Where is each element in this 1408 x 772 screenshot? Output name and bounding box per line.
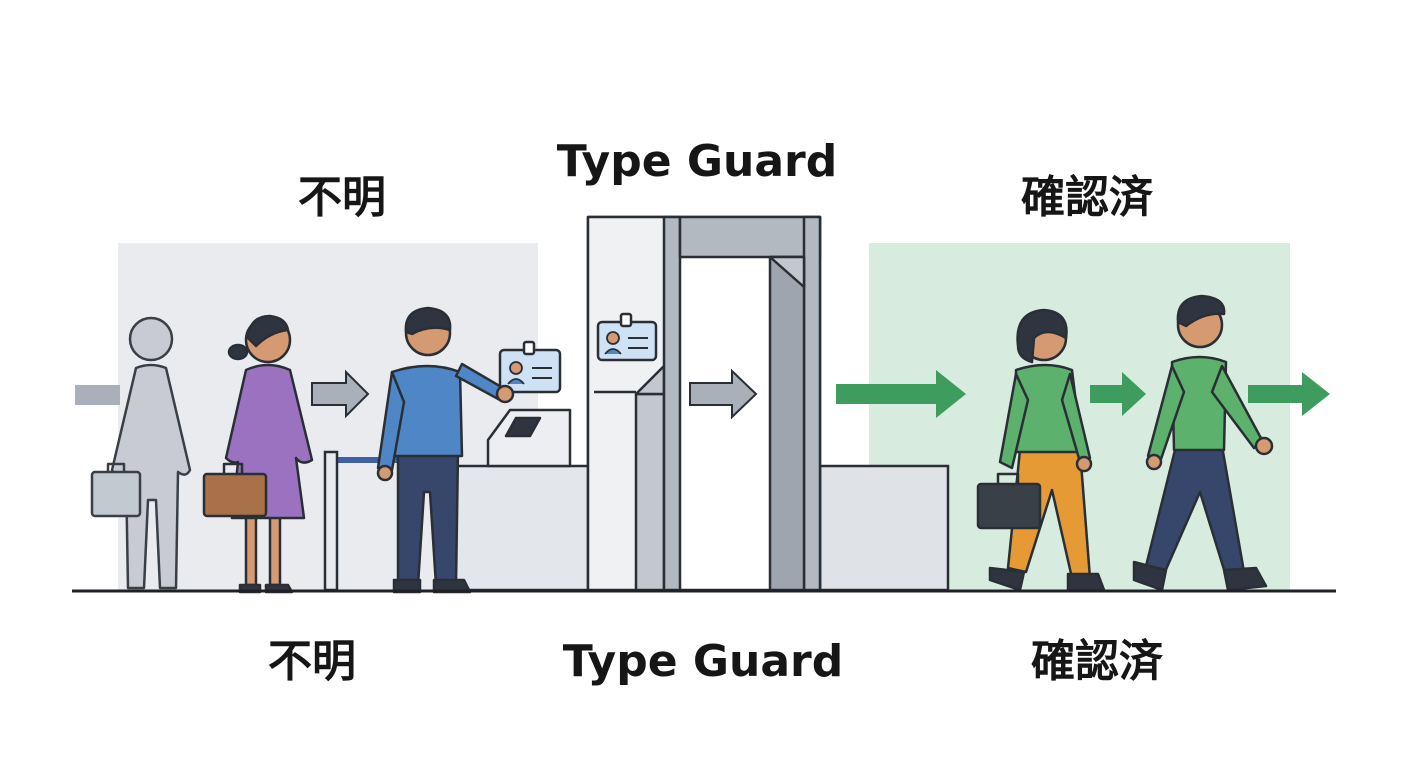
id-card-icon <box>596 312 658 362</box>
gray-arrow-1 <box>311 369 370 419</box>
man-green-person <box>1132 294 1274 592</box>
man-blue-person <box>376 306 512 594</box>
id-scanner <box>486 408 572 468</box>
green-arrow-2 <box>1090 372 1146 416</box>
zone-label-unknown-top: 不明 <box>298 172 386 223</box>
green-arrow-exit <box>836 370 966 418</box>
id-card-held <box>495 340 562 404</box>
gate-label-top: Type Guard <box>556 136 838 187</box>
woman-purple-person <box>202 314 314 594</box>
woman-green-person <box>976 308 1106 592</box>
green-arrow-3 <box>1248 372 1330 416</box>
zone-label-verified-bottom: 確認済 <box>1031 636 1163 687</box>
gray-arrow-gate <box>689 368 758 420</box>
zone-label-verified-top: 確認済 <box>1021 172 1153 223</box>
ghost-person <box>90 316 192 590</box>
gate-label-bottom: Type Guard <box>562 636 844 687</box>
zone-label-unknown-bottom: 不明 <box>268 636 356 687</box>
entry-arrow <box>75 385 120 405</box>
